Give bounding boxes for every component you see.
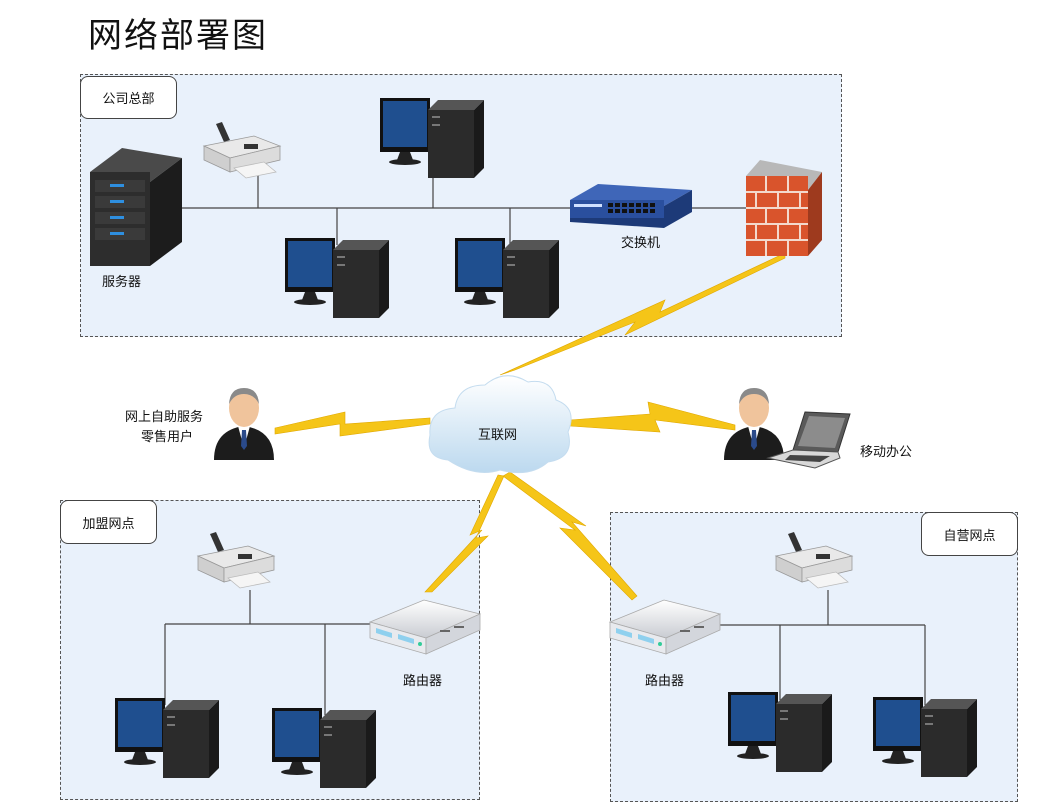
- computer-icon-own-2: [873, 697, 977, 777]
- computer-icon-hq-2: [285, 238, 389, 318]
- firewall-icon: [746, 160, 822, 256]
- lightning-mobile-internet: [569, 401, 736, 433]
- router-label-own: 路由器: [645, 674, 685, 689]
- franchise-network-lines: [164, 590, 375, 715]
- franchise-zone-label: 加盟网点: [60, 500, 157, 544]
- hq-zone-label: 公司总部: [80, 76, 177, 119]
- lightning-firewall-internet: [499, 252, 786, 376]
- own-zone-label: 自营网点: [921, 512, 1018, 556]
- lightning-internet-franchise: [424, 474, 505, 593]
- online-service-label-line2: 零售用户: [141, 430, 194, 445]
- computer-icon-hq-3: [455, 238, 559, 318]
- computer-icon-own-1: [728, 692, 832, 772]
- page-title: 网络部署图: [88, 16, 268, 56]
- lightning-internet-own: [502, 471, 638, 601]
- mobile-office-label: 移动办公: [860, 445, 913, 460]
- own-network-lines: [715, 590, 926, 705]
- printer-icon-franchise: [197, 531, 275, 589]
- lightning-links: [274, 252, 786, 601]
- server-icon: [90, 148, 182, 266]
- mobile-person-icon: [724, 388, 784, 460]
- switch-label: 交换机: [621, 236, 661, 251]
- router-label-franchise: 路由器: [403, 674, 443, 689]
- online-service-label-line1: 网上自助服务: [125, 410, 204, 425]
- internet-cloud-icon: [428, 375, 572, 474]
- lightning-user-internet: [274, 411, 431, 437]
- computer-icon-hq-1: [380, 98, 484, 178]
- computer-icon-franchise-1: [115, 698, 219, 778]
- router-icon-franchise: [369, 599, 481, 655]
- user-person-icon: [214, 388, 274, 460]
- computer-icon-franchise-2: [272, 708, 376, 788]
- printer-icon-hq: [203, 121, 281, 179]
- laptop-icon: [766, 411, 851, 469]
- switch-icon: [570, 184, 692, 228]
- server-label: 服务器: [102, 275, 142, 290]
- router-icon-own: [609, 599, 721, 655]
- printer-icon-own: [775, 531, 853, 589]
- internet-label: 互联网: [478, 428, 518, 443]
